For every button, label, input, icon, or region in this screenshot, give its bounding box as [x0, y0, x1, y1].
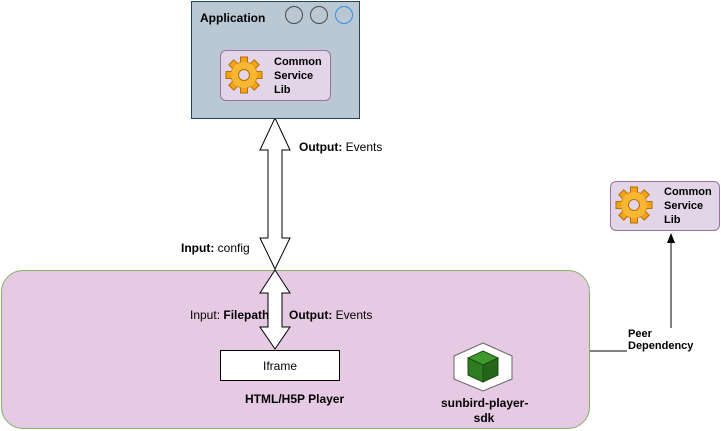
sdk-label-line: sunbird-player-	[441, 396, 529, 410]
sdk-label: sunbird-player- sdk	[441, 396, 529, 426]
input-key: Input:	[181, 241, 215, 255]
lib-label: Common Service Lib	[274, 55, 322, 97]
iframe-label: Iframe	[262, 358, 297, 373]
peer-lib-label: Common Service Lib	[664, 185, 712, 227]
input-config-label: Input: config	[181, 241, 250, 255]
package-cube-icon	[453, 342, 513, 392]
sdk-label-line: sdk	[473, 411, 495, 425]
lib-label-line: Common	[664, 186, 712, 198]
peer-dependency-arrowhead	[667, 233, 675, 243]
output-events-inner-label: Output: Events	[289, 308, 372, 322]
lib-label-line: Lib	[274, 84, 291, 96]
gear-icon	[615, 186, 653, 224]
filepath-events-double-arrow	[259, 269, 291, 350]
output-key: Output:	[299, 140, 343, 154]
input-filepath-label: Input: Filepath	[190, 308, 269, 322]
input-key: Input:	[190, 308, 221, 322]
output-value: Events	[345, 140, 383, 154]
output-value: Events	[335, 308, 373, 322]
window-button[interactable]	[285, 6, 303, 24]
events-config-double-arrow	[259, 116, 291, 271]
application-title: Application	[200, 11, 266, 25]
peer-dependency-label: Peer Dependency	[627, 328, 721, 352]
gear-icon	[225, 56, 263, 94]
output-events-label: Output: Events	[299, 140, 382, 154]
lib-label-line: Lib	[664, 214, 681, 226]
player-label: HTML/H5P Player	[245, 392, 345, 406]
lib-label-line: Service	[274, 70, 314, 82]
window-button-active[interactable]	[335, 6, 353, 24]
window-button[interactable]	[310, 6, 328, 24]
iframe-box: Iframe	[220, 350, 340, 381]
lib-label-line: Common	[274, 56, 322, 68]
lib-label-line: Service	[664, 200, 704, 212]
output-key: Output:	[289, 308, 333, 322]
input-value: Filepath	[223, 308, 270, 322]
input-value: config	[217, 241, 250, 255]
